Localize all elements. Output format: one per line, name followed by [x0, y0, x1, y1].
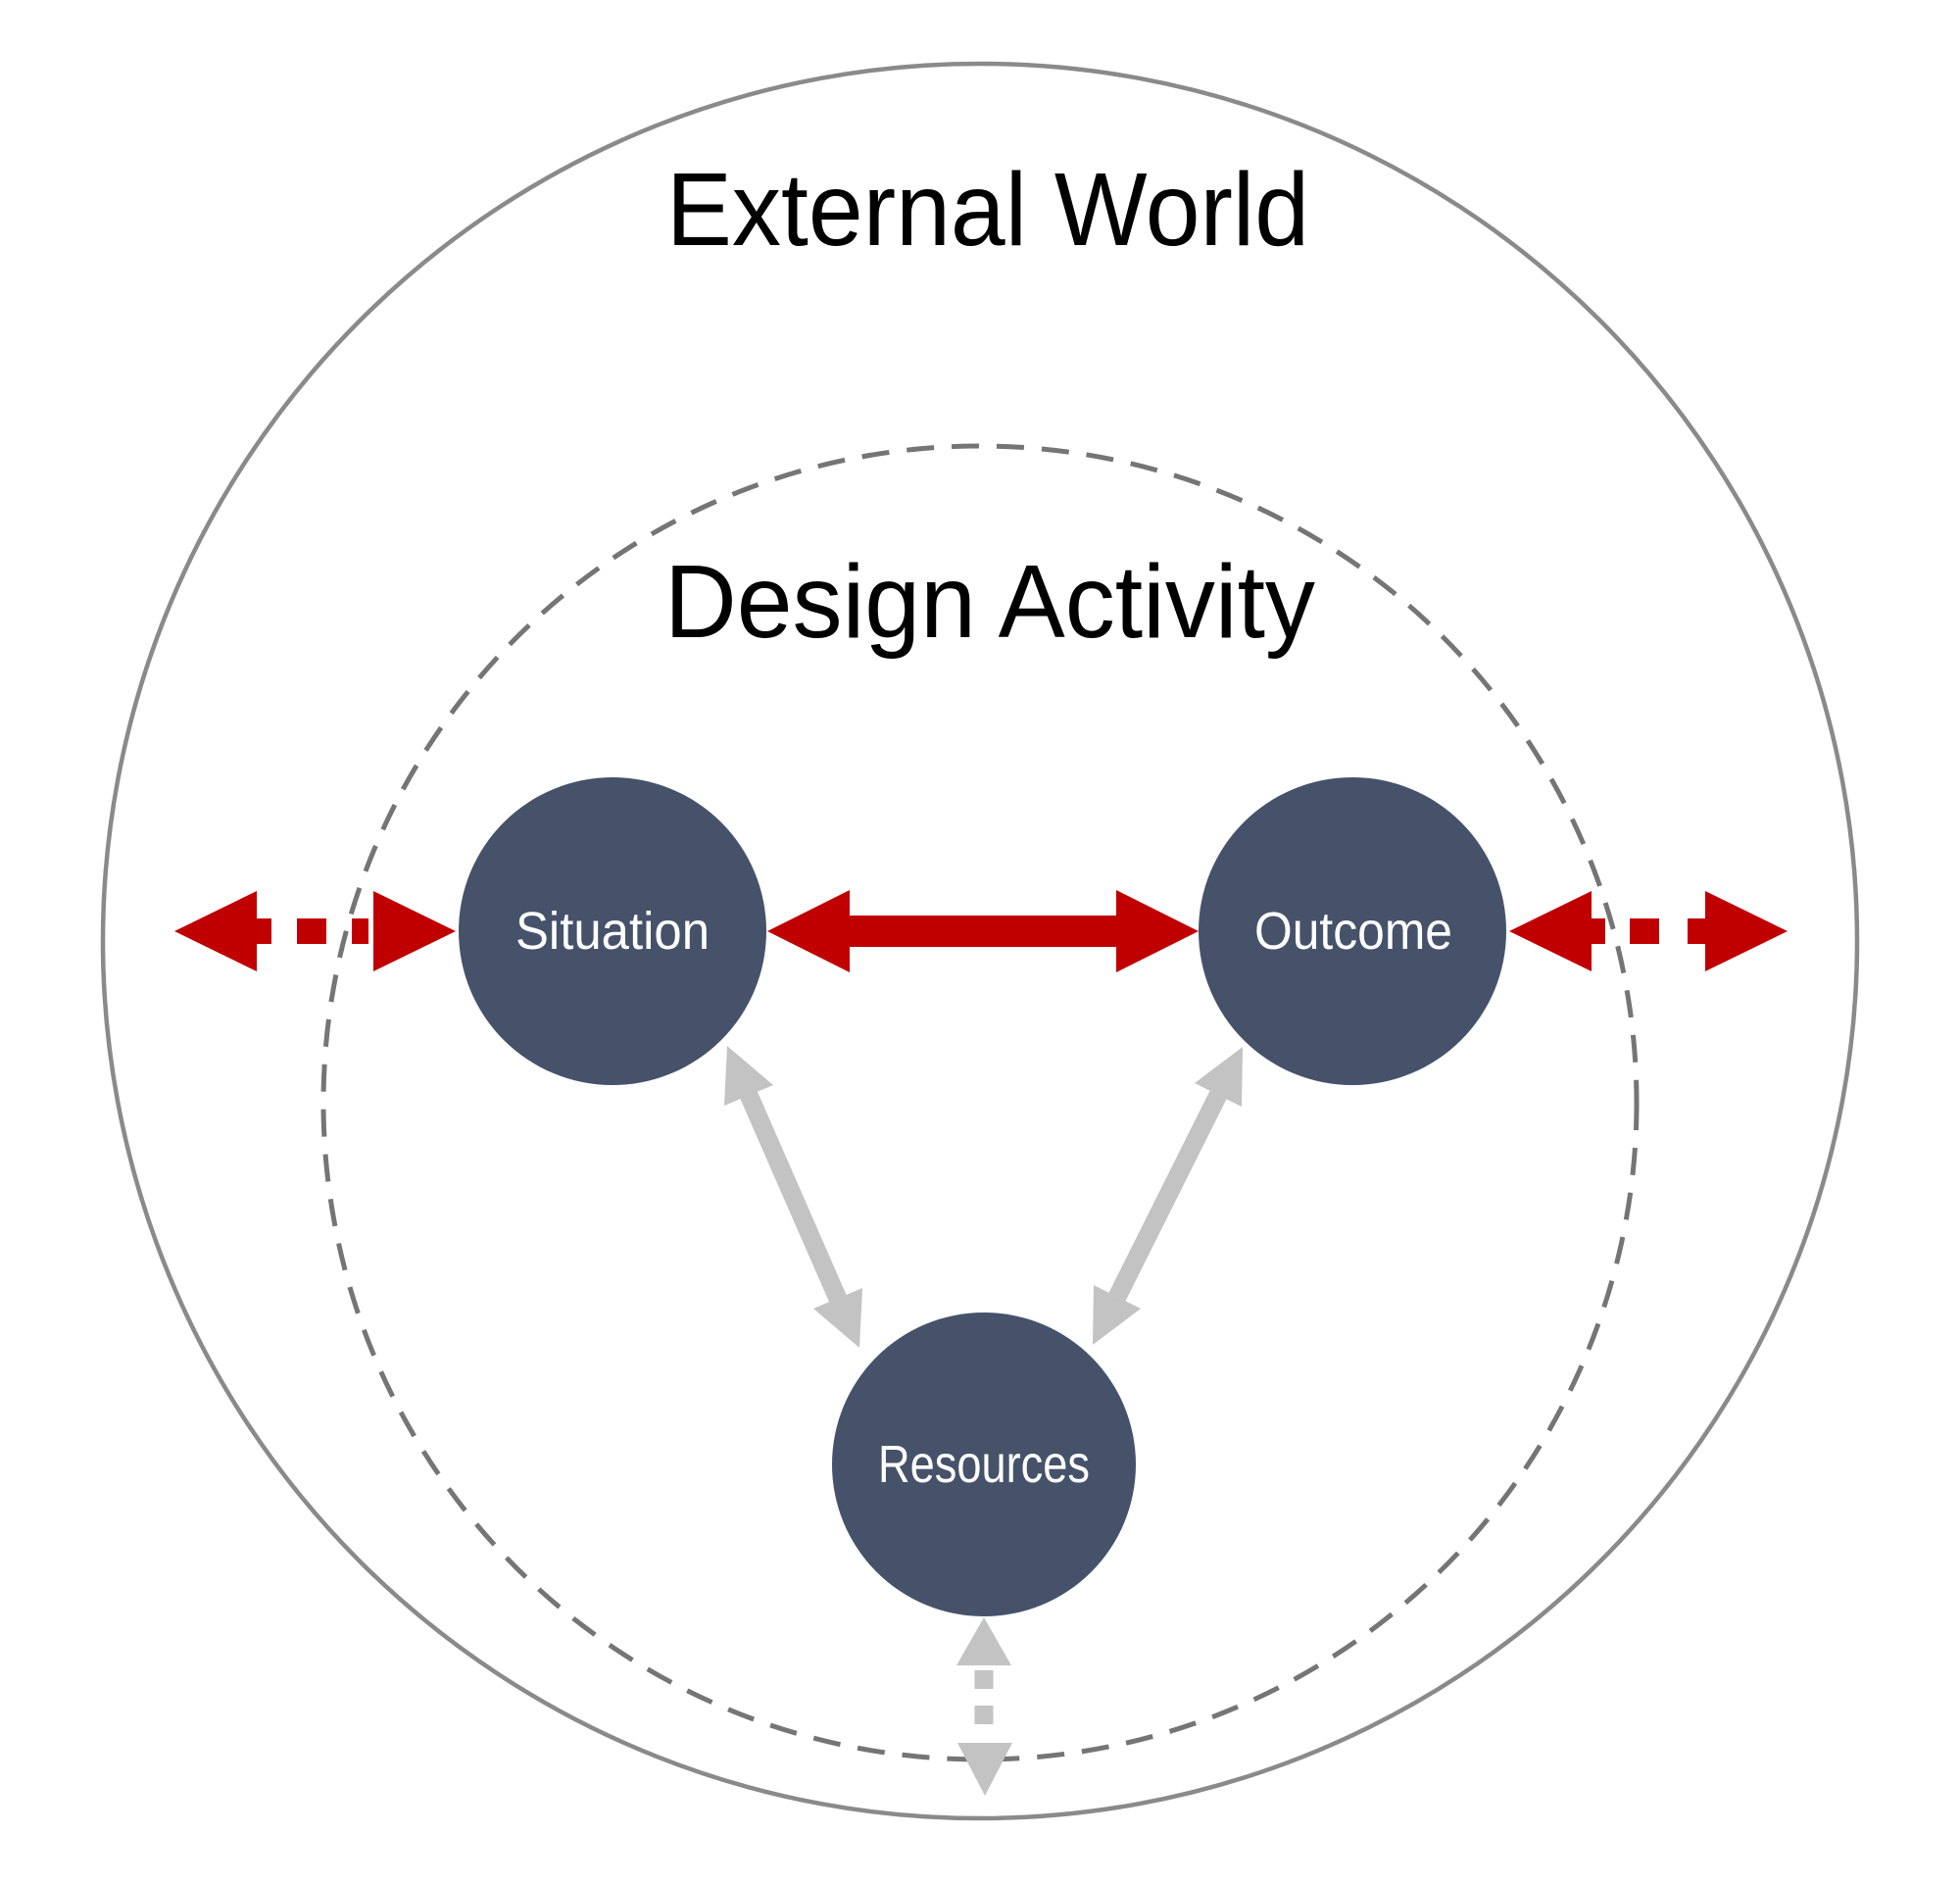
external-world-title: External World: [666, 152, 1309, 268]
arrow-dash: [352, 918, 368, 944]
arrowhead-up-icon: [724, 1046, 773, 1106]
design-activity-title: Design Activity: [664, 544, 1315, 660]
resources-circle: [832, 1313, 1136, 1616]
arrowhead-down-icon: [1093, 1285, 1141, 1345]
design-activity-circle: [320, 443, 1640, 1762]
outcome-node: Outcome: [1199, 777, 1506, 1085]
situation-outcome-arrow: [767, 890, 1199, 972]
arrowhead-right-icon: [1705, 891, 1788, 971]
outcome-label: Outcome: [1254, 902, 1452, 961]
arrowhead-left-icon: [174, 891, 257, 971]
arrow-dash: [1591, 918, 1605, 944]
situation-label: Situation: [515, 902, 710, 961]
situation-circle: [459, 777, 766, 1085]
resources-label: Resources: [878, 1435, 1090, 1494]
arrow-shaft: [1108, 1090, 1227, 1302]
situation-resources-arrow: [724, 1046, 862, 1348]
arrow-dash: [256, 918, 271, 944]
arrowhead-up-icon: [1195, 1047, 1243, 1107]
situation-node: Situation: [459, 777, 766, 1085]
external-world-circle: [100, 61, 1860, 1821]
arrowhead-right-icon: [373, 891, 456, 971]
external-situation-arrow: [174, 891, 456, 971]
outcome-external-arrow: [1509, 891, 1788, 971]
arrowhead-left-icon: [1509, 891, 1592, 971]
arrow-dash: [1688, 918, 1705, 944]
arrow-shaft: [740, 1091, 847, 1303]
arrow-dash: [1630, 918, 1659, 944]
outcome-resources-arrow: [1093, 1047, 1243, 1345]
outcome-circle: [1199, 777, 1506, 1085]
resources-node: Resources: [832, 1313, 1136, 1616]
arrowhead-down-icon: [957, 1743, 1012, 1796]
resources-external-arrow: [956, 1617, 1012, 1796]
arrow-dash: [297, 918, 326, 944]
arrowhead-up-icon: [956, 1617, 1011, 1665]
arrowhead-down-icon: [813, 1288, 862, 1348]
